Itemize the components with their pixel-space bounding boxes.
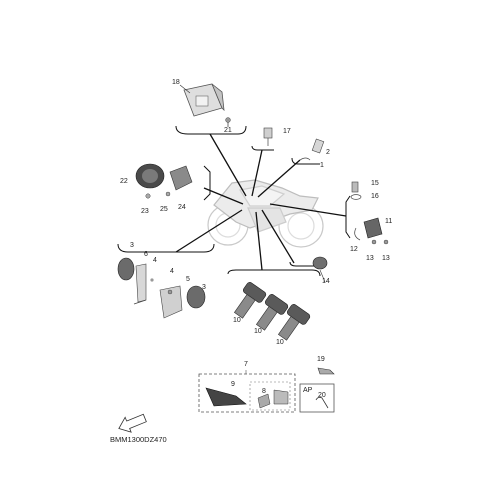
callout-25: 25	[160, 206, 168, 213]
horn-bracket-group	[117, 257, 206, 319]
fwd-arrow-icon	[118, 413, 147, 433]
callout-14: 15	[371, 180, 379, 187]
callout-3a: 3	[130, 242, 134, 249]
leader-brackets	[117, 125, 351, 277]
callout-13b: 13	[382, 255, 390, 262]
callout-10b: 10	[254, 328, 262, 335]
leader-lines	[175, 133, 347, 271]
callout-22: 22	[120, 178, 128, 185]
callout-21: 21	[224, 127, 232, 134]
callout-8: 8	[262, 388, 266, 395]
ecu-unit-group	[179, 83, 231, 127]
callout-10c: 10	[276, 339, 284, 346]
callout-16: 14	[322, 278, 330, 285]
callout-12: 12	[350, 246, 358, 253]
callout-20: 20	[318, 392, 326, 399]
callout-5: 5	[186, 276, 190, 283]
callout-13a: 13	[366, 255, 374, 262]
relay-right-group	[354, 217, 389, 245]
callout-15: 16	[371, 193, 379, 200]
callout-4a: 4	[153, 257, 157, 264]
speed-sensor-group	[350, 181, 362, 200]
callout-6: 6	[144, 251, 148, 258]
callout-24: 24	[178, 204, 186, 211]
callout-11: 11	[385, 218, 392, 225]
callout-18: 18	[172, 79, 180, 86]
callout-1: 1	[320, 162, 324, 169]
key-group	[299, 367, 335, 413]
diagram-code: BMM1300DZ470	[110, 435, 167, 444]
callout-9: 9	[231, 381, 235, 388]
ap-box-label: AP	[303, 387, 313, 394]
callout-17: 17	[283, 128, 291, 135]
callout-19: 19	[317, 356, 325, 363]
horn-group	[135, 163, 193, 199]
callout-7: 7	[244, 361, 248, 368]
callout-4b: 4	[170, 268, 174, 275]
callout-labels: 18 21 17 2 1 22 23 25 24 15 16 11 12 13 …	[120, 79, 392, 399]
sensor-16-group	[312, 256, 328, 283]
kit-box-7	[198, 370, 296, 413]
callout-23: 23	[141, 208, 149, 215]
callout-3b: 3	[202, 284, 206, 291]
callout-2: 2	[326, 149, 330, 156]
ignition-coils-group	[233, 282, 311, 341]
top-sensors-group	[263, 127, 325, 161]
callout-10a: 10	[233, 317, 241, 324]
